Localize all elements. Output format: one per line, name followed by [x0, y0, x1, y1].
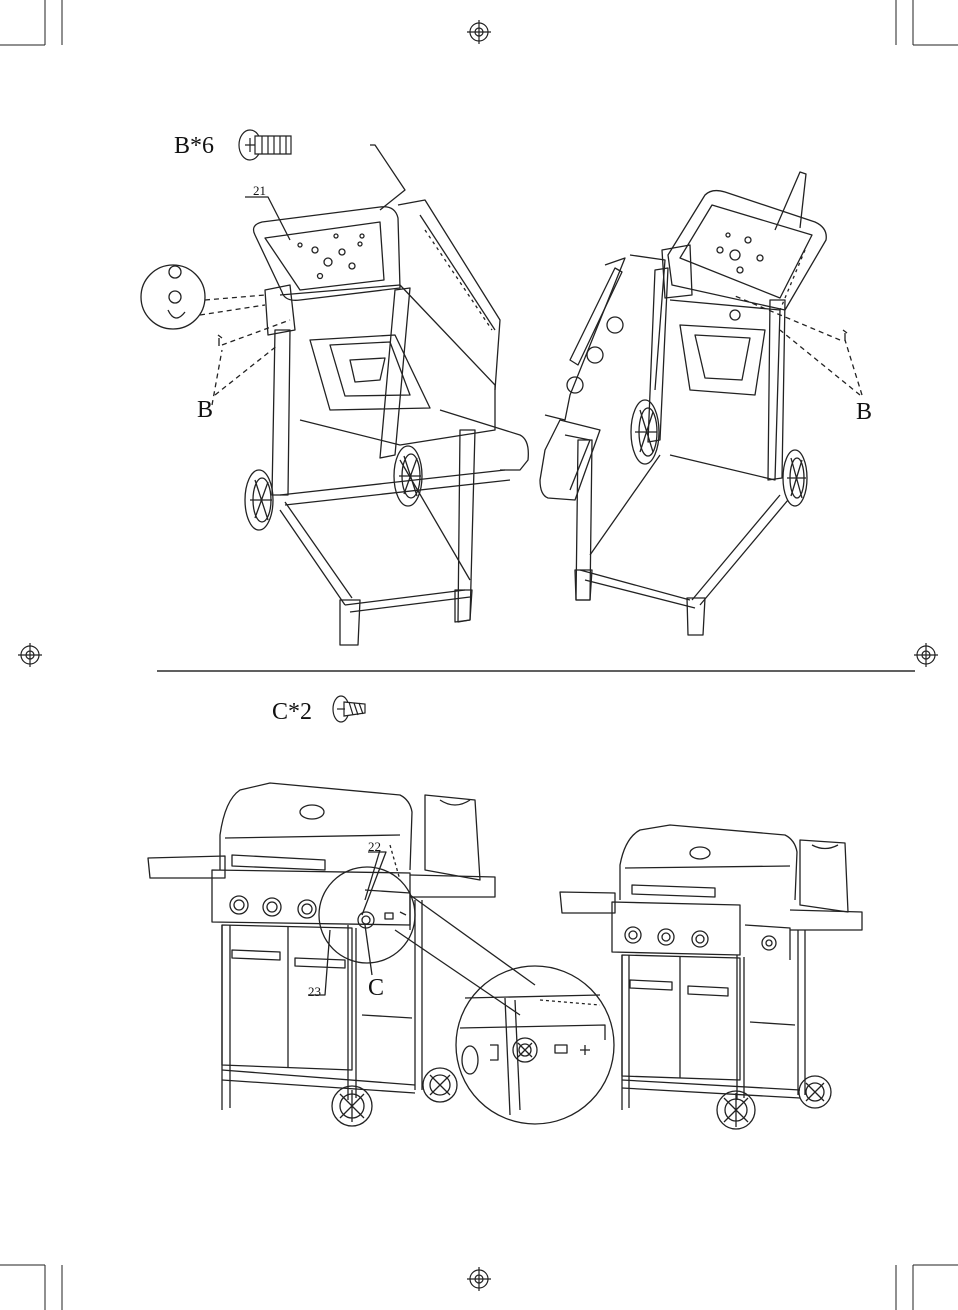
- grill-assembled-right-illustration: [0, 0, 958, 1310]
- assembly-page: B*6 21 B B: [0, 0, 958, 1310]
